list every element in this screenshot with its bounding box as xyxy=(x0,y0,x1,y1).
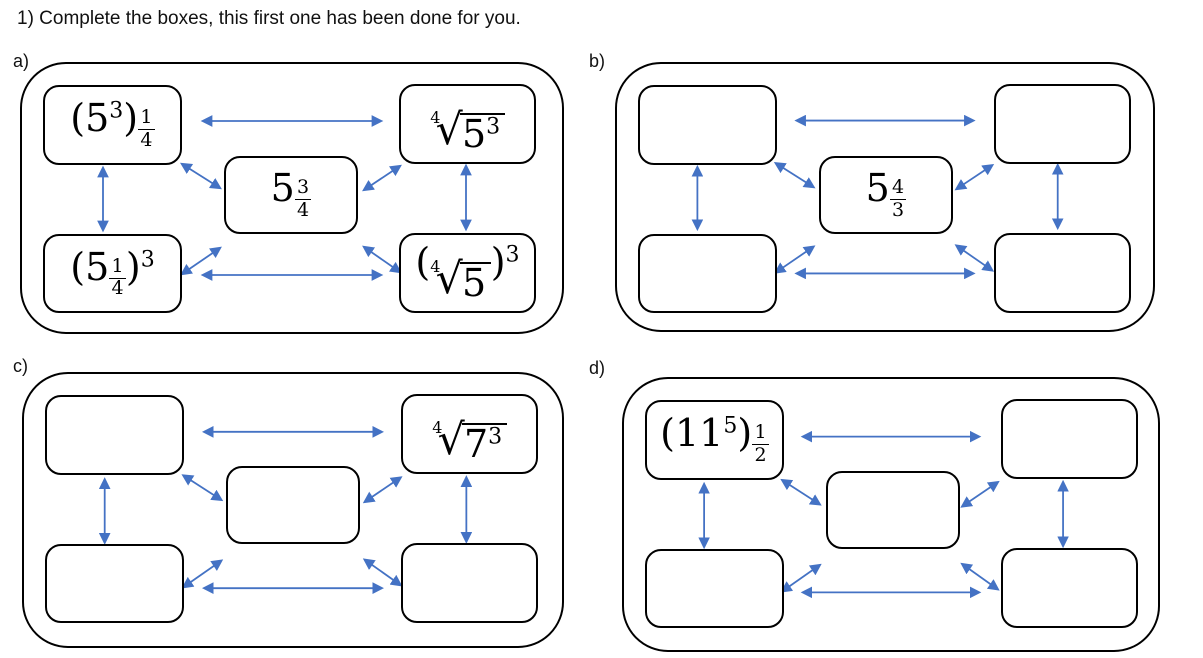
box-c-bottom-left[interactable] xyxy=(45,544,184,623)
arrow-bottomright-center-diagonal xyxy=(960,562,1000,591)
arrow-bottomright-center-diagonal xyxy=(362,245,402,274)
box-b-bottom-left[interactable] xyxy=(638,234,777,313)
box-a-top-right[interactable]: 4√53 xyxy=(399,84,536,164)
arrow-topright-center-diagonal xyxy=(362,476,403,504)
math-expression: 4√53 xyxy=(430,94,505,155)
box-b-top-right[interactable] xyxy=(994,84,1131,164)
box-c-top-left[interactable] xyxy=(45,395,184,475)
panel-label-d: d) xyxy=(589,358,606,378)
panel-b-arrows xyxy=(691,114,1064,280)
box-c-bottom-right[interactable] xyxy=(401,543,538,623)
panel-label-b: b) xyxy=(589,51,606,71)
arrow-topleft-center-diagonal xyxy=(180,162,222,190)
panel-c-arrows xyxy=(98,425,473,595)
box-d-center[interactable] xyxy=(826,471,960,549)
box-b-top-left[interactable] xyxy=(638,85,777,165)
panel-d-arrows xyxy=(698,430,1069,599)
math-expression: 4√73 xyxy=(432,404,507,465)
arrow-topright-center-diagonal xyxy=(954,163,995,191)
panel-c: 4√73 xyxy=(22,372,564,648)
arrow-topleft-center-diagonal xyxy=(773,162,816,189)
math-expression: (4√5)3 xyxy=(415,239,520,305)
arrow-bottomleft-center-diagonal xyxy=(180,246,222,276)
panel-a-arrows xyxy=(97,115,472,281)
box-a-bottom-right[interactable]: (4√5)3 xyxy=(399,233,536,313)
arrow-topright-center-diagonal xyxy=(960,480,1000,508)
arrow-bottomleft-center-diagonal xyxy=(773,245,816,274)
box-c-top-right[interactable]: 4√73 xyxy=(401,394,538,474)
arrow-topleft-center-diagonal xyxy=(780,478,822,506)
panel-label-a: a) xyxy=(13,51,30,71)
box-d-bottom-left[interactable] xyxy=(645,549,784,628)
worksheet-title: 1) Complete the boxes, this first one ha… xyxy=(17,8,521,29)
arrow-bottomright-center-diagonal xyxy=(362,558,403,587)
box-b-bottom-right[interactable] xyxy=(994,233,1131,313)
arrow-topleft-center-diagonal xyxy=(181,474,224,502)
panel-label-c: c) xyxy=(13,356,28,376)
arrow-topright-center-diagonal xyxy=(362,164,402,192)
arrow-bottomleft-center-diagonal xyxy=(181,559,224,589)
box-d-top-right[interactable] xyxy=(1001,399,1138,479)
box-c-center[interactable] xyxy=(226,466,360,544)
box-d-bottom-right[interactable] xyxy=(1001,548,1138,628)
arrow-bottomleft-center-diagonal xyxy=(780,563,822,593)
arrow-bottomright-center-diagonal xyxy=(954,244,995,272)
